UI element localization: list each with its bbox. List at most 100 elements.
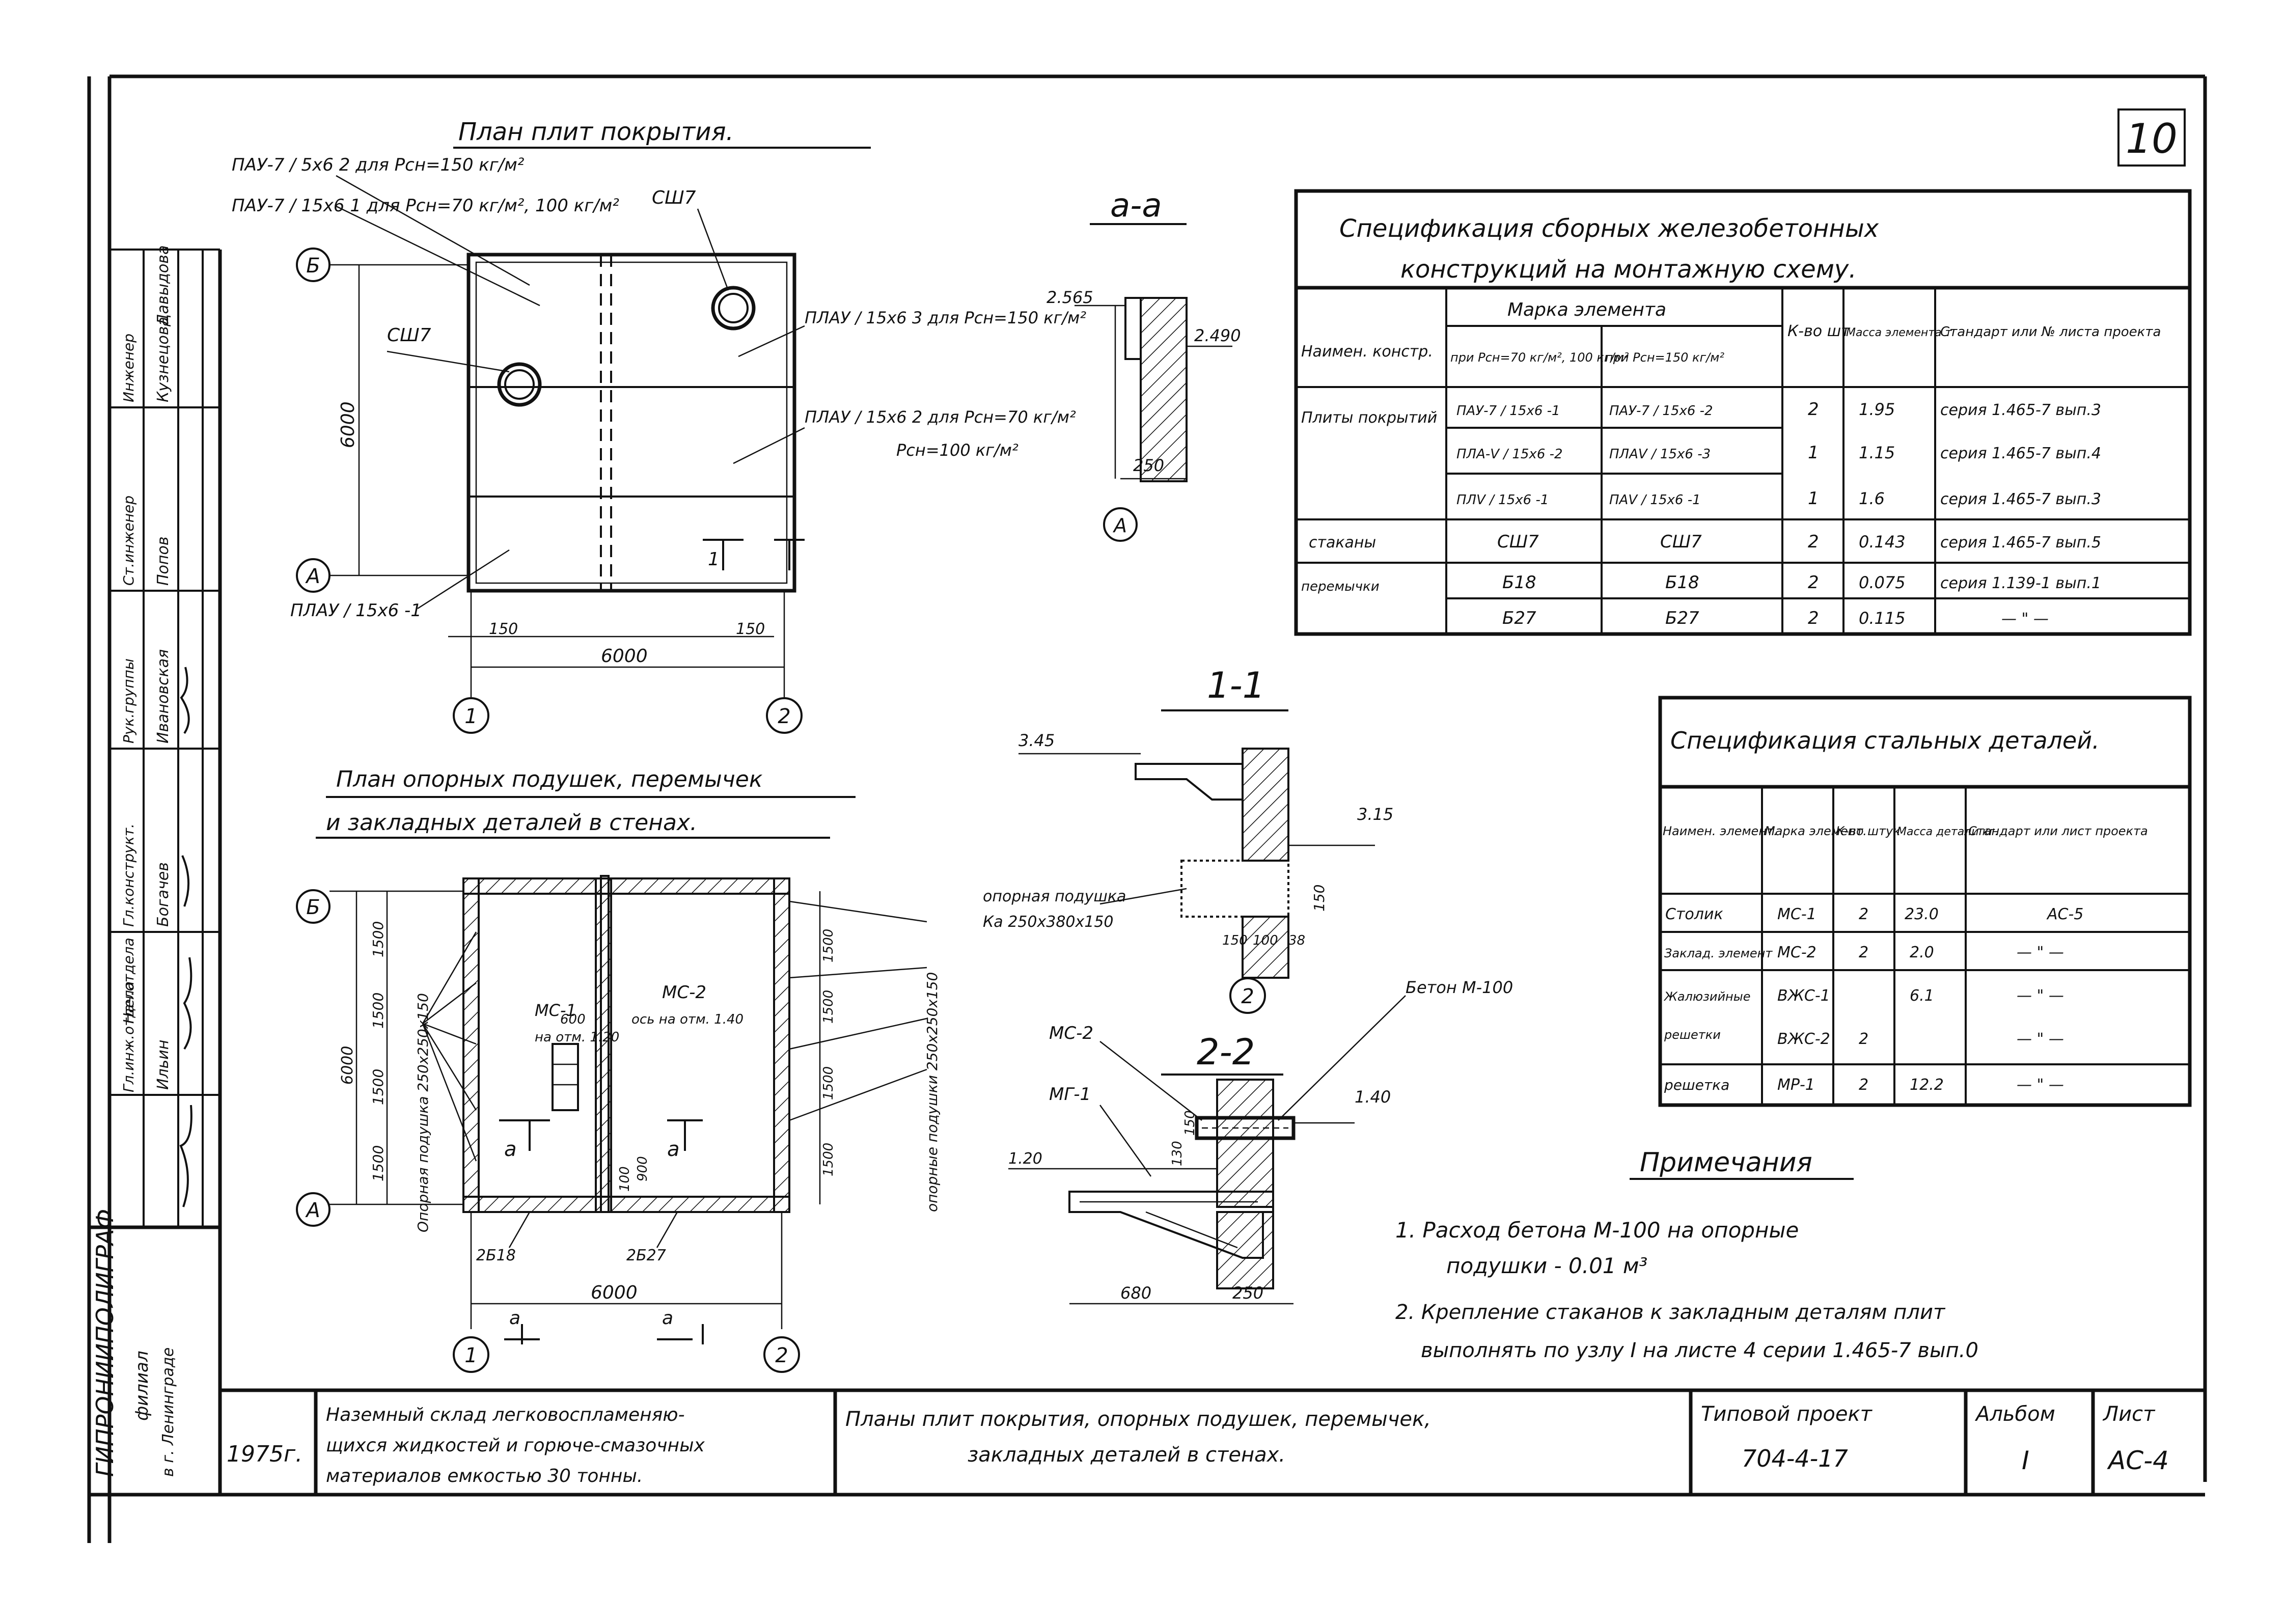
pads-axis-2: 2 (775, 1344, 788, 1367)
csh7-top: СШ7 (652, 187, 696, 208)
tb-desc1: Наземный склад легковоспламеняю- (326, 1405, 685, 1425)
aa-elev-right: 2.490 (1194, 326, 1241, 345)
plan-roof-note-right1: ПЛАУ / 15х6 3 для Рсн=150 кг/м² (805, 308, 1086, 327)
roof-dim-width: 6000 (601, 646, 648, 667)
spec-rc-r4-mass: 0.143 (1859, 532, 1906, 552)
spec-steel-r3-mass: 6.1 (1910, 987, 1934, 1005)
s22-dim-250: 250 (1232, 1283, 1263, 1303)
plan-roof: План плит покрытия. ПАУ-7 / 5х6 2 для Рс… (232, 118, 1086, 734)
spec-steel-r5-std: — " — (2017, 1076, 2064, 1094)
pads-mc2: МС-2 (662, 982, 706, 1003)
pads-dim-600: 600 (560, 1012, 586, 1027)
spec-steel-h-name: Наимен. элемент. (1663, 824, 1778, 838)
s11-dim-38: 38 (1288, 933, 1305, 948)
s22-mc2: МС-2 (1049, 1023, 1093, 1043)
spec-rc-r5-m2: Б18 (1665, 572, 1699, 593)
pads-dim-right-1: 1500 (821, 929, 836, 962)
pads-label-pad: Опорная подушка 250х250х150 (415, 993, 431, 1232)
tb-typ-value: 704-4-17 (1742, 1445, 1848, 1472)
spec-rc-h-mark: Марка элемента (1507, 299, 1666, 320)
roof-dim-150-left: 150 (489, 620, 518, 638)
s22-elev-120: 1.20 (1008, 1150, 1042, 1168)
stamp-name-1: Ильин (154, 1040, 172, 1090)
spec-rc-r1-m2: ПАУ-7 / 15х6 -2 (1609, 403, 1713, 419)
spec-steel-r1-mass: 23.0 (1905, 905, 1939, 923)
pads-dim-100: 100 (617, 1166, 632, 1192)
spec-rc-r1-mass: 1.95 (1859, 400, 1895, 419)
spec-steel-h-qty: К-во штук (1836, 824, 1901, 838)
signature-4 (180, 667, 190, 734)
pads-dim-900: 900 (635, 1156, 650, 1181)
pads-axis-a: А (305, 1199, 320, 1222)
left-stamp: ГИПРОНИИПОЛИГРАФ филиал в г. Ленинграде … (91, 245, 220, 1477)
plan-pads: План опорных подушек, перемычек и заклад… (296, 766, 941, 1373)
stamp-branch: филиал (132, 1351, 152, 1421)
pads-axis-1: 1 (464, 1344, 477, 1367)
tb-drawing2: закладных деталей в стенах. (968, 1443, 1285, 1467)
roof-axis-1: 1 (464, 705, 477, 728)
pads-dim-left-1: 1500 (370, 921, 387, 957)
spec-rc-r3-m2: ПАV / 15х6 -1 (1609, 492, 1701, 508)
pads-b627: 2Б27 (626, 1247, 666, 1264)
stamp-name-2: Богачев (154, 862, 172, 927)
signature-3 (181, 855, 190, 907)
plan-roof-note-right3: Рсн=100 кг/м² (896, 441, 1018, 460)
spec-steel-r1-name: Столик (1665, 905, 1723, 923)
signature-2 (183, 957, 192, 1050)
plan-pads-title2: и закладных деталей в стенах. (326, 810, 697, 836)
s11-label: опорная подушка (983, 888, 1126, 905)
spec-rc-r2-m1: ПЛА-V / 15х6 -2 (1456, 447, 1563, 462)
spec-steel-r2-std: — " — (2017, 944, 2064, 961)
spec-steel-r5-name: решетка (1664, 1077, 1729, 1093)
spec-rc-table: Спецификация сборных железобетонных конс… (1294, 189, 2192, 636)
plan-roof-title: План плит покрытия. (458, 118, 734, 146)
spec-rc-title2: конструкций на монтажную схему. (1400, 255, 1857, 284)
aa-axis: А (1112, 514, 1127, 537)
spec-rc-r2-m2: ПЛАV / 15х6 -3 (1609, 447, 1711, 462)
s22-dim-130: 130 (1170, 1141, 1185, 1166)
spec-rc-r2-mass: 1.15 (1859, 443, 1895, 462)
plan-pads-title1: План опорных подушек, перемычек (336, 766, 763, 792)
spec-rc-h-qty: К-во шт (1787, 322, 1851, 340)
stamp-role-3: Гл.конструкт. (120, 823, 137, 927)
notes-n2b: выполнять по узлу I на листе 4 серии 1.4… (1421, 1339, 1978, 1362)
pads-cut-a-left: а (504, 1138, 517, 1161)
stamp-role-4: Рук.группы (120, 658, 137, 744)
pads-dim-left-4: 1500 (370, 1145, 387, 1181)
spec-steel-r2-mark: МС-2 (1777, 944, 1816, 961)
section-22: 2-2 МС-2 Бетон М-100 МГ-1 1.40 1.20 150 … (1008, 978, 1513, 1305)
spec-rc-h-mass: Масса элемента т (1846, 326, 1952, 339)
spec-rc-title1: Спецификация сборных железобетонных (1339, 214, 1879, 243)
s11-elev-right: 3.15 (1357, 805, 1393, 824)
spec-rc-r5-mass: 0.075 (1859, 573, 1906, 592)
spec-rc-r6-m1: Б27 (1502, 608, 1536, 628)
stamp-role-5: Ст.инженер (120, 496, 137, 586)
spec-rc-r2-qty: 1 (1808, 443, 1819, 463)
roof-axis-2: 2 (778, 705, 790, 728)
s22-elev-140: 1.40 (1355, 1087, 1391, 1107)
sheet-number: 10 (2126, 115, 2178, 162)
roof-axis-a: А (305, 565, 320, 588)
spec-rc-r5-name: перемычки (1301, 579, 1380, 594)
plan-roof-note-right2: ПЛАУ / 15х6 2 для Рсн=70 кг/м² (805, 407, 1076, 427)
pads-dim-right-3: 1500 (821, 1066, 836, 1100)
pads-dim-6000-h: 6000 (591, 1282, 638, 1303)
s11-elev-top: 3.45 (1018, 731, 1055, 750)
stamp-name-6: Давыдова (154, 245, 172, 327)
spec-rc-r4-name: стаканы (1309, 534, 1376, 552)
spec-rc-r5-qty: 2 (1808, 572, 1819, 593)
tb-album-label: Альбом (1974, 1402, 2055, 1426)
s22-dim-680: 680 (1120, 1283, 1151, 1303)
pads-label-pad-right: опорные подушки 250х250х150 (924, 972, 941, 1212)
roof-cut-label: 1 (708, 549, 720, 570)
spec-rc-r5-m1: Б18 (1502, 572, 1536, 593)
spec-rc-r1-m1: ПАУ-7 / 15х6 -1 (1456, 403, 1560, 419)
spec-rc-r6-mass: 0.115 (1859, 609, 1906, 628)
section-11-title: 1-1 (1207, 665, 1265, 706)
spec-steel-r1-qty: 2 (1859, 905, 1868, 923)
sheet-frame (87, 74, 2207, 1543)
s11-dim-150: 150 (1311, 885, 1328, 912)
spec-steel-r5-mass: 12.2 (1910, 1076, 1944, 1094)
pads-dim-right-4: 1500 (821, 1143, 836, 1176)
